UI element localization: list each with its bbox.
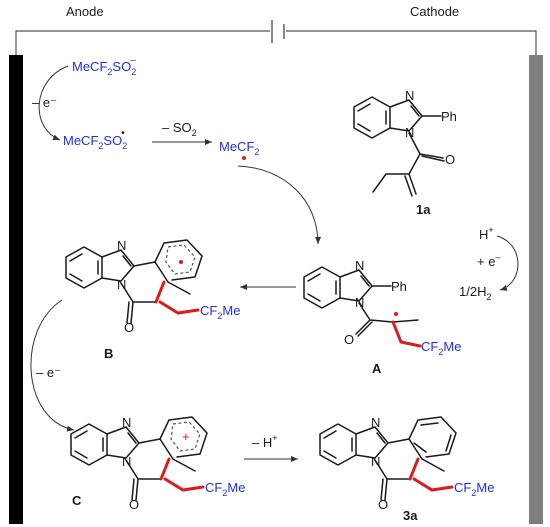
radical-dot-cf2 [242,156,246,160]
oxygen-label-a: O [344,332,354,347]
product-3a: N N O [319,415,457,512]
n-label-a-top: N [355,258,364,273]
radical-dot-a [394,312,398,316]
sulfonyl-radical: MeCF2SO2• [63,128,127,151]
cf2me-label-b: CF2Me [200,303,240,321]
circuit-wire [15,30,537,55]
label-b: B [104,346,113,361]
cathode-label: Cathode [410,4,459,19]
ph-label-a: Ph [391,279,407,294]
cation-charge-c: + [182,429,190,444]
cathode-arrow [496,235,519,291]
n-label-1a: N [405,125,414,140]
ph-label-1a: Ph [441,109,457,124]
cathode-h2: 1/2H2 [459,284,491,302]
label-a: A [372,361,382,376]
cf2me-label-a: CF2Me [421,339,461,357]
deprotonation-label: – H+ [252,433,278,450]
anode-label: Anode [66,4,104,19]
radical-dot-b [179,260,183,264]
n-label-a: N [355,295,364,310]
oxidation-step-2: – e⁻ [36,365,61,380]
n-label-b-top: N [117,238,126,253]
so2-loss-label: – SO2 [162,120,197,138]
oxygen-label-c: O [129,497,139,512]
oxygen-label-b: O [124,320,134,335]
new-bond-c [159,457,171,481]
label-c: C [72,493,82,508]
radical-addition-arrow [237,165,321,245]
cf2me-label-c: CF2Me [205,480,245,498]
cathode-electrode [529,55,543,524]
oxidation-arrow-2 [30,299,75,432]
label-1a: 1a [416,202,431,217]
n-label-c: N [122,454,131,469]
intermediate-b: N N O [65,238,203,335]
cf2-chain-c [163,477,205,492]
oxidation-arrow-1 [38,65,69,141]
cathode-hplus: H+ [479,225,494,242]
sulfinate-anion: MeCF2SO2– [72,55,136,77]
intermediate-c: N N O [70,415,208,512]
oxygen-label-1a: O [445,152,455,167]
n-label-1a-top: N [405,88,414,103]
cf2me-label-3a: CF2Me [454,480,494,498]
new-bond-b [154,280,166,304]
new-bond-3a [408,457,420,481]
n-label-b: N [117,277,126,292]
cf2-chain-3a [412,477,454,492]
oxidation-step-1: – e⁻ [32,95,57,110]
oxygen-label-3a: O [378,497,388,512]
n-label-c-top: N [122,415,131,430]
anode-electrode [9,55,23,524]
intermediate-a: N N Ph O [303,258,422,348]
cf2-chain-b [158,300,200,315]
label-3a: 3a [403,508,418,523]
n-label-3a: N [371,454,380,469]
substrate-1a: N N Ph O [353,88,457,197]
n-label-3a-top: N [371,415,380,430]
cathode-electron: + e– [477,252,500,269]
cf2-radical: MeCF2 [219,139,259,157]
